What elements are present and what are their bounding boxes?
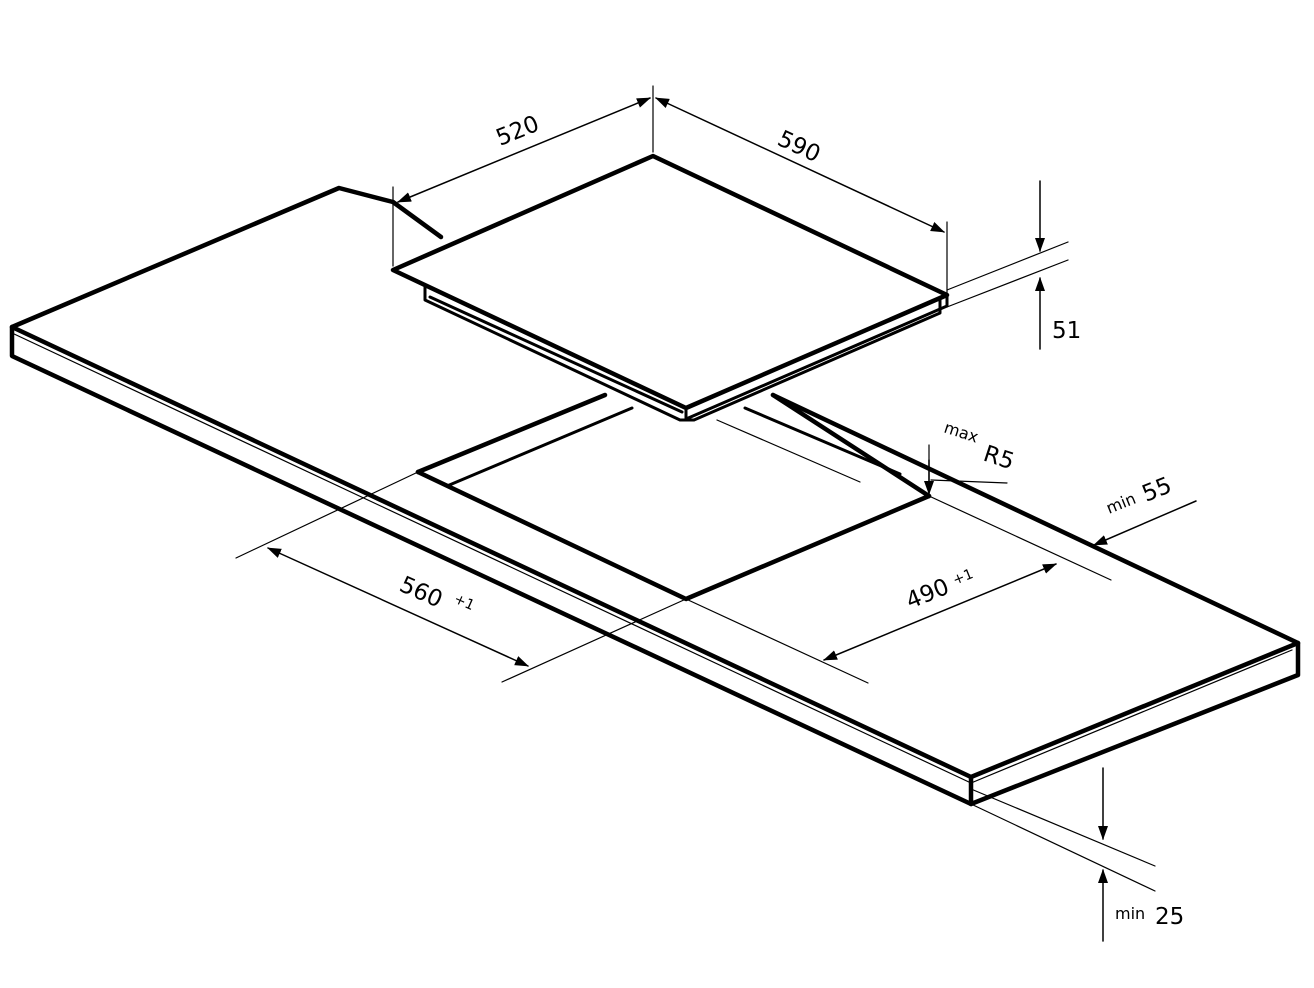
label-hob-height: 51	[1052, 318, 1081, 344]
label-radius-value: R5	[980, 441, 1017, 475]
label-clearance-value: 55	[1139, 472, 1176, 507]
label-cutout-width: 560	[396, 572, 447, 614]
label-thickness-prefix: min	[1115, 904, 1145, 923]
dim-line-520	[397, 97, 651, 203]
dim-line-590	[655, 97, 945, 233]
label-thickness-value: 25	[1155, 904, 1184, 930]
label-cutout-depth: 490	[903, 574, 953, 615]
dim-line-560	[267, 547, 529, 667]
dim-line-min55	[1093, 500, 1197, 546]
label-radius-prefix: max	[942, 418, 981, 447]
dimension-lines	[267, 97, 1197, 942]
hob	[390, 153, 950, 422]
extension-lines	[235, 85, 1156, 892]
label-hob-width: 590	[773, 126, 824, 168]
label-clearance-prefix: min	[1103, 489, 1138, 518]
label-cutout-depth-tol: +1	[951, 566, 976, 589]
dim-line-490	[823, 563, 1057, 661]
label-cutout-width-tol: +1	[451, 591, 476, 614]
